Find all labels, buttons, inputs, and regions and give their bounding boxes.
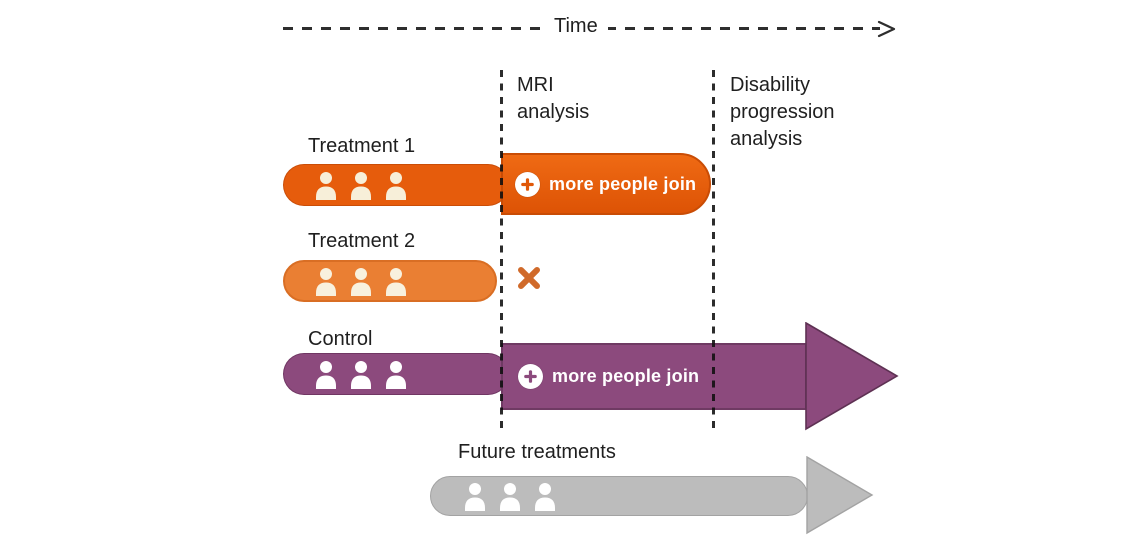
treatment1-join-label: more people join: [549, 173, 697, 194]
time-axis-label: Time: [544, 15, 608, 38]
treatment1-extension-bar: more people join: [501, 153, 711, 215]
person-icon: [316, 172, 336, 200]
mri-analysis-label: MRI analysis: [517, 72, 589, 126]
person-icon: [351, 172, 371, 200]
person-icon: [465, 483, 485, 511]
future-arrowhead-icon: [806, 456, 874, 535]
plus-icon: [515, 171, 540, 197]
disability-checkpoint-line: [712, 70, 715, 428]
person-icon: [351, 268, 371, 296]
treatment1-participants: [313, 170, 409, 200]
treatment2-participants: [313, 266, 409, 296]
person-icon: [500, 483, 520, 511]
arrow-right-icon: [877, 20, 896, 38]
disability-progression-label: Disability progression analysis: [730, 72, 835, 153]
person-icon: [386, 361, 406, 389]
control-join-label: more people join: [552, 366, 700, 386]
mri-analysis-label-line2: analysis: [517, 101, 590, 123]
treatment1-label: Treatment 1: [308, 135, 416, 157]
future-treatments-label: Future treatments: [458, 441, 616, 463]
control-arrowhead-icon: [805, 322, 899, 431]
person-icon: [386, 268, 406, 296]
x-icon: [518, 267, 540, 289]
treatment2-label: Treatment 2: [308, 230, 416, 252]
control-extension-bar: more people join: [501, 343, 807, 410]
plus-icon: [518, 364, 543, 389]
mri-checkpoint-line: [500, 70, 503, 428]
person-icon: [386, 172, 406, 200]
control-label: Control: [308, 328, 373, 350]
person-icon: [351, 361, 371, 389]
control-participants: [313, 359, 409, 389]
mri-analysis-label-line1: MRI: [517, 74, 554, 96]
person-icon: [535, 483, 555, 511]
person-icon: [316, 268, 336, 296]
disability-label-line1: Disability: [730, 74, 811, 96]
disability-label-line3: analysis: [730, 128, 803, 150]
future-treatments-participants: [462, 481, 558, 511]
person-icon: [316, 361, 336, 389]
disability-label-line2: progression: [730, 101, 835, 123]
